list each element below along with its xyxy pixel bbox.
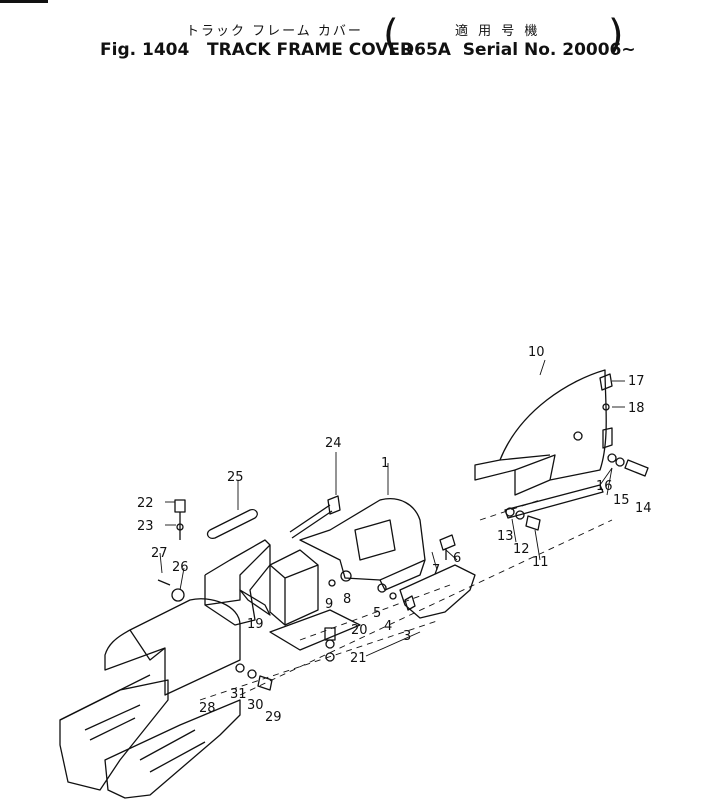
label-part-12: 12 bbox=[513, 542, 530, 557]
label-part-3: 3 bbox=[403, 629, 411, 644]
figure-title: Fig. 1404 TRACK FRAME COVER bbox=[100, 40, 414, 60]
label-part-19: 19 bbox=[247, 617, 264, 632]
serial-applicability: D65A Serial No. 20006~ bbox=[400, 40, 636, 60]
hardware-group-31-30-29 bbox=[235, 663, 273, 691]
pin-part-25 bbox=[206, 508, 258, 539]
label-part-26: 26 bbox=[172, 560, 189, 575]
right-parenthesis: ) bbox=[608, 12, 624, 58]
label-part-15: 15 bbox=[613, 493, 630, 508]
front-cover-part-28 bbox=[104, 598, 241, 696]
bolt-part-17 bbox=[599, 373, 613, 411]
track-frame-left bbox=[59, 674, 169, 791]
label-part-17: 17 bbox=[628, 374, 645, 389]
label-part-28: 28 bbox=[199, 701, 216, 716]
label-part-24: 24 bbox=[325, 436, 342, 451]
washer-group-13-12-11 bbox=[505, 507, 541, 531]
title-japanese: トラック フレーム カバー bbox=[186, 24, 363, 39]
label-part-8: 8 bbox=[343, 592, 351, 607]
assembly-guide-lines bbox=[199, 499, 613, 701]
label-part-30: 30 bbox=[247, 698, 264, 713]
label-part-5: 5 bbox=[373, 606, 381, 621]
rear-bar bbox=[504, 484, 604, 519]
upper-cover-part-1 bbox=[299, 498, 426, 581]
label-part-13: 13 bbox=[497, 529, 514, 544]
label-part-25: 25 bbox=[227, 470, 244, 485]
nut-part-26 bbox=[171, 588, 185, 602]
label-part-10: 10 bbox=[528, 345, 545, 360]
mounting-box bbox=[269, 549, 319, 626]
label-part-29: 29 bbox=[265, 710, 282, 725]
label-part-1: 1 bbox=[381, 456, 389, 471]
label-part-31: 31 bbox=[230, 687, 247, 702]
label-part-14: 14 bbox=[635, 501, 652, 516]
label-part-18: 18 bbox=[628, 401, 645, 416]
hardware-group-21 bbox=[324, 627, 336, 662]
applicable-models-japanese: 適 用 号 機 bbox=[455, 24, 541, 39]
leader-lines bbox=[159, 359, 625, 657]
bolt-part-24 bbox=[289, 504, 333, 539]
left-parenthesis: ( bbox=[383, 12, 399, 58]
rear-cover-part-10 bbox=[474, 369, 607, 496]
corner-registration-mark bbox=[0, 0, 48, 3]
label-part-9: 9 bbox=[325, 597, 333, 612]
label-part-23: 23 bbox=[137, 519, 154, 534]
label-part-4: 4 bbox=[384, 619, 392, 634]
label-part-11: 11 bbox=[532, 555, 549, 570]
label-part-27: 27 bbox=[151, 546, 168, 561]
label-part-16: 16 bbox=[596, 479, 613, 494]
bolt-part-3 bbox=[404, 595, 416, 611]
bracket-part-19 bbox=[204, 544, 271, 626]
washer-group-16-15-14 bbox=[607, 453, 649, 477]
hardware-group-9-8-5 bbox=[328, 570, 397, 600]
label-part-6: 6 bbox=[453, 551, 461, 566]
part-labels: 1 3 4 5 6 7 8 9 10 11 12 13 14 15 16 17 … bbox=[137, 345, 652, 725]
track-frame-right bbox=[104, 699, 241, 799]
label-part-22: 22 bbox=[137, 496, 154, 511]
plate-part-20 bbox=[269, 609, 361, 651]
label-part-7: 7 bbox=[432, 563, 440, 578]
label-part-20: 20 bbox=[351, 623, 368, 638]
bolt-part-22 bbox=[174, 499, 186, 540]
label-part-21: 21 bbox=[350, 651, 367, 666]
